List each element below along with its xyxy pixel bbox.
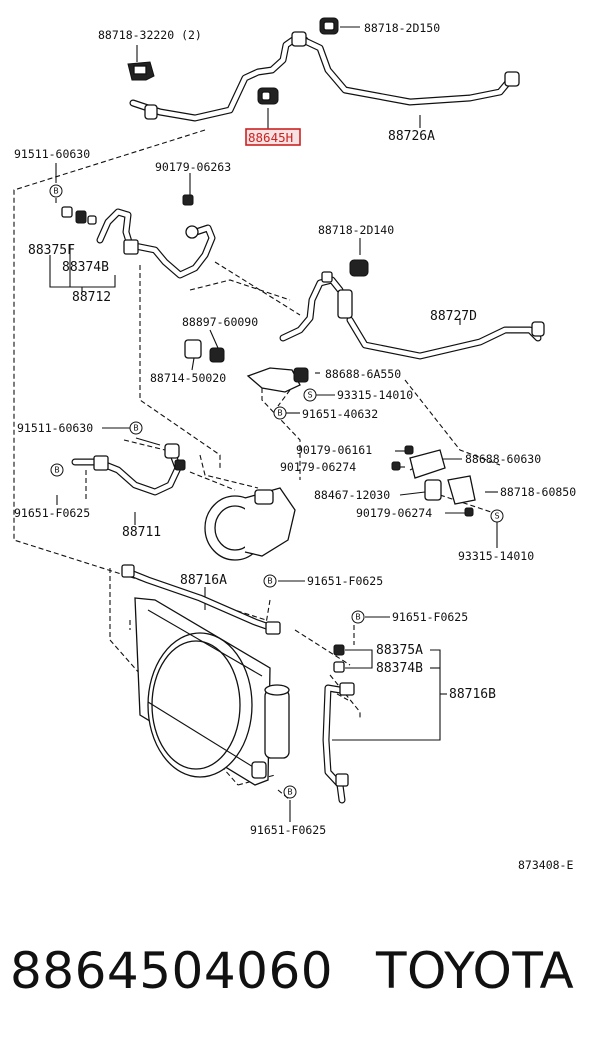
compressor [204,487,296,561]
screw-symbol: S [303,388,317,402]
part-label: 88467-12030 [314,488,390,502]
clamp-88718-2d150 [319,17,339,35]
svg-text:B: B [355,613,361,622]
footer-part-number: 8864504060 [10,942,334,1000]
svg-text:B: B [287,788,293,797]
part-label: 91651-40632 [302,407,378,421]
svg-text:B: B [53,187,59,196]
svg-text:S: S [494,512,499,521]
bolt-symbol: B [273,406,287,420]
bolt-symbol: B [129,421,143,435]
part-label: 88726A [388,129,435,144]
part-label: 88711 [122,525,161,540]
part-label: 88718-60850 [500,485,576,499]
clamp-88718-32220 [127,61,155,81]
bolt-symbol: B [49,184,63,198]
part-label: 88718-2D150 [364,21,440,35]
pressure-switch-88645h [257,87,279,105]
diagram-code: 873408-E [518,858,573,872]
part-label: 88712 [72,290,111,305]
part-label: 88897-60090 [182,315,258,329]
svg-text:B: B [54,466,60,475]
part-label: 90179-06263 [155,160,231,174]
part-label: 88375A [376,643,423,658]
block-joint-88714 [184,339,309,393]
pipe-88716a [121,564,281,635]
part-label: 91651-F0625 [250,823,326,837]
hose-88726a [129,31,520,122]
footer-brand: TOYOTA [376,942,575,1000]
fastener-symbols: B S B B B S B B B [49,184,504,799]
expansion-valve-group [391,445,476,517]
part-labels: 88718-32220 (2) 88718-2D150 88726A 91511… [14,21,576,872]
pipe-88727d [279,259,545,360]
part-label: 91511-60630 [17,421,93,435]
part-label: 93315-14010 [337,388,413,402]
bolt-symbol: B [263,574,277,588]
hose-88712 [61,194,216,279]
bolt-symbol: B [283,785,297,799]
condenser-assembly [134,597,290,786]
pipe-88716b [322,644,355,804]
screw-symbol: S [490,509,504,523]
part-label: 93315-14010 [458,549,534,563]
part-label: 88374B [376,661,423,676]
part-label: 88374B [62,260,109,275]
part-label: 91651-F0625 [392,610,468,624]
svg-text:B: B [133,424,139,433]
part-label: 88688-6A550 [325,367,401,381]
bolt-symbol: B [50,463,64,477]
part-label: 91651-F0625 [307,574,383,588]
part-label: 91511-60630 [14,147,90,161]
part-label: 91651-F0625 [14,506,90,520]
part-label: 90179-06274 [280,460,356,474]
ac-piping-diagram: B S B B B S B B B 88645H 88718-32220 (2)… [13,17,576,872]
svg-text:B: B [277,409,283,418]
part-label: 88716A [180,573,227,588]
svg-text:S: S [307,391,312,400]
part-label: 90179-06274 [356,506,432,520]
highlighted-part-callout: 88645H [245,128,301,146]
part-label: 88375F [28,243,75,258]
svg-text:B: B [267,577,273,586]
part-label: 88718-2D140 [318,223,394,237]
hose-88711 [71,443,186,496]
part-label: 88688-60630 [465,452,541,466]
footer: 8864504060 TOYOTA [0,920,600,1053]
part-label: 88714-50020 [150,371,226,385]
part-label: 88718-32220 (2) [98,28,202,42]
part-label: 90179-06161 [296,443,372,457]
part-label: 88716B [449,687,496,702]
highlighted-part-label: 88645H [248,130,293,145]
part-label: 88727D [430,309,477,324]
bolt-symbol: B [351,610,365,624]
